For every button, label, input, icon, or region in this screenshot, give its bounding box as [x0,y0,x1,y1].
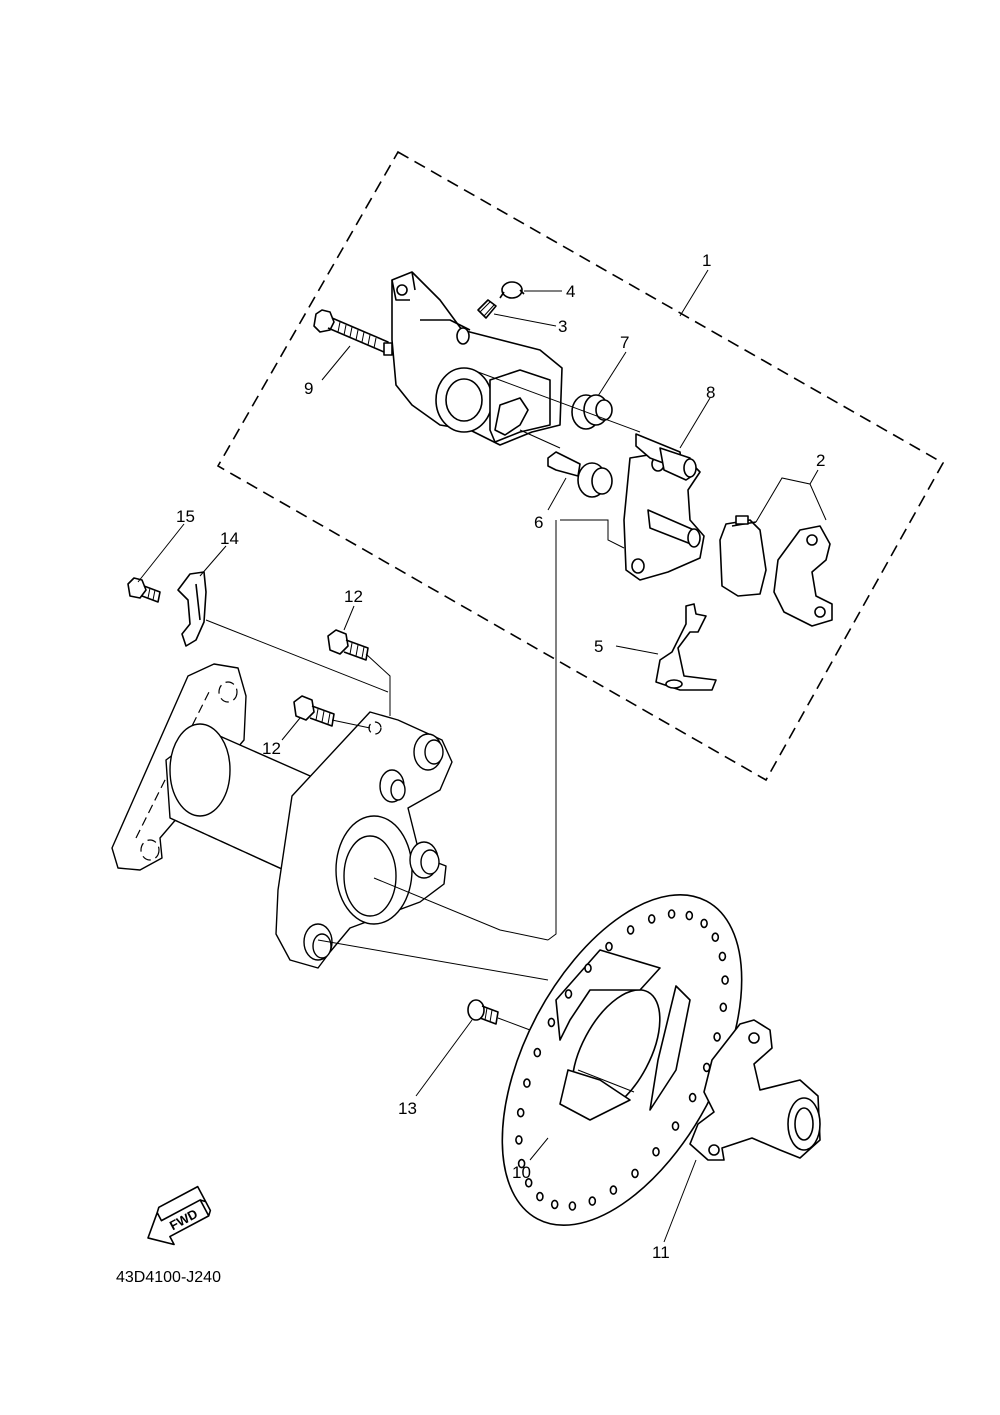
disc-hole [533,1047,542,1058]
callout-10: 10 [512,1163,531,1182]
pad-support-bracket [655,603,717,691]
callout-5: 5 [594,637,603,656]
disc-hole [588,1196,597,1206]
hose-clamp [177,571,207,647]
disc-hole [523,1078,531,1088]
disc-hole [605,941,613,952]
disc-hole [700,918,708,929]
disc-hole [515,1135,523,1145]
callout-2: 2 [816,451,825,470]
callout-9: 9 [304,379,313,398]
leader-15 [137,523,185,583]
callout-7: 7 [620,333,629,352]
disc-hole [536,1191,544,1202]
alignment-line-upper [477,371,641,433]
disc-hole [516,1107,525,1118]
disc-hole [626,925,635,935]
forward-direction-arrow: FWD [147,1185,212,1246]
caliper-bracket [623,433,705,581]
disc-hole [718,951,727,962]
assembly-line-center [547,520,557,941]
mount-bolt-upper [327,629,369,661]
wheel-hub [689,1019,821,1161]
pin-boot-lower [577,462,613,498]
disc-hole [685,910,694,921]
callout-11: 11 [652,1243,670,1262]
leader-7 [597,351,627,397]
disc-hole [647,914,656,924]
brake-pad-outer [773,525,833,627]
clamp-bolt [127,577,161,603]
assembly-line-12-upper [365,653,391,716]
disc-hole [550,1199,559,1210]
disc-hole [688,1092,697,1103]
disc-hole [547,1017,556,1028]
disc-bolt [467,999,499,1025]
callout-6: 6 [534,513,543,532]
brake-pad-inner [719,515,767,597]
callout-12-lower: 12 [262,739,281,758]
assembly-line-14 [205,619,389,693]
disc-hole [568,1201,577,1211]
leader-2 [755,469,827,523]
leader-11 [663,1159,697,1243]
leader-14 [199,545,227,577]
disc-hole [631,1168,639,1179]
assembly-line-13 [497,1017,531,1031]
leader-8 [679,397,711,449]
disc-hole [667,909,676,919]
assembly-line-hub [577,1069,635,1093]
callout-15: 15 [176,507,195,526]
leader-3 [493,313,557,327]
axle-housing [111,663,453,969]
caliper-body [391,271,563,446]
callout-1: 1 [702,251,711,270]
bleed-cap [499,281,525,299]
alignment-line-6 [560,519,625,549]
callout-14: 14 [220,529,239,548]
disc-hole [609,1185,618,1195]
callout-8: 8 [706,383,715,402]
disc-hole [719,1002,728,1013]
disc-hole [517,1158,526,1169]
disc-hole [564,989,573,999]
disc-hole [721,975,729,985]
assembly-line-axle [373,877,549,941]
leader-12a [343,605,355,631]
mount-bolt-lower [293,695,335,727]
leader-12b [281,717,301,741]
disc-holes [515,909,729,1211]
brake-disc [501,894,743,1226]
caliper-assembly-boundary [216,150,945,782]
assembly-line-housing-disc [317,939,549,981]
leader-5 [615,645,659,655]
assembly-line-12-lower [331,719,371,729]
callout-4: 4 [566,282,575,301]
callout-3: 3 [558,317,567,336]
disc-hole [524,1178,533,1188]
leader-6 [547,477,567,511]
disc-hole [652,1147,660,1157]
leader-1 [679,269,709,317]
leader-10 [529,1137,549,1161]
disc-hole [584,963,592,974]
diagram-code: 43D4100-J240 [116,1269,221,1286]
leader-9 [321,345,351,381]
callout-13: 13 [398,1099,417,1118]
caliper-bolt [313,309,393,356]
alignment-line-lower [519,429,561,449]
disc-hole [671,1121,680,1131]
leader-13 [415,1019,473,1097]
disc-hole [713,1032,721,1042]
slide-pin [547,451,581,477]
callout-12-upper: 12 [344,587,363,606]
pin-boot-upper [571,394,613,430]
bleed-screw [477,299,497,319]
disc-hole [711,932,720,943]
